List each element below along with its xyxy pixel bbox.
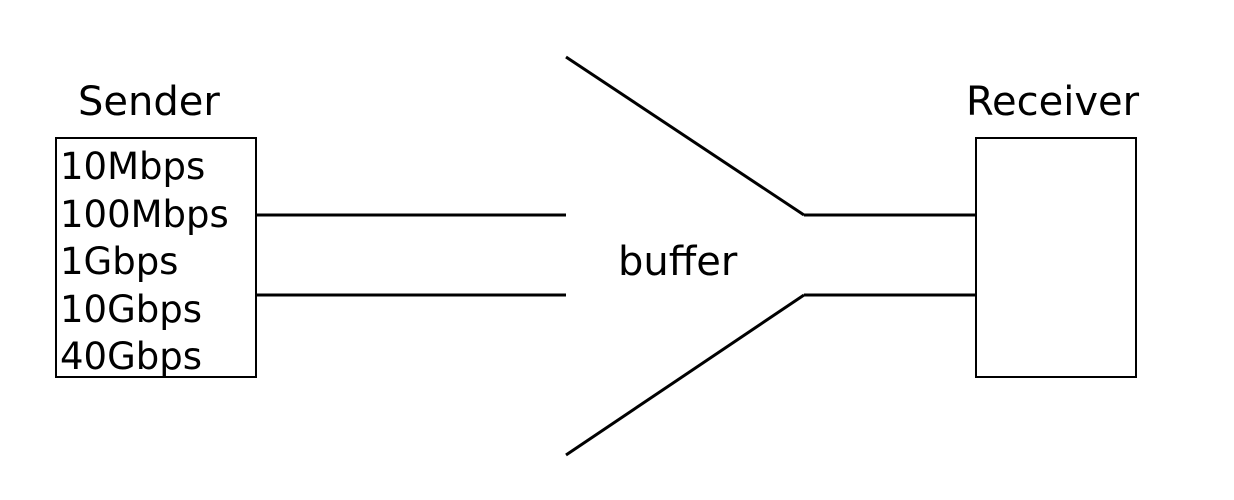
sender-rate-list: 10Mbps 100Mbps 1Gbps 10Gbps 40Gbps bbox=[60, 143, 229, 381]
rate-item: 100Mbps bbox=[60, 192, 229, 236]
rate-item: 10Gbps bbox=[60, 287, 203, 331]
receiver-title: Receiver bbox=[966, 79, 1140, 125]
rate-item: 1Gbps bbox=[60, 240, 179, 283]
receiver-box bbox=[975, 137, 1137, 378]
sender-box: 10Mbps 100Mbps 1Gbps 10Gbps 40Gbps bbox=[55, 137, 257, 378]
rate-item: 10Mbps bbox=[60, 145, 206, 188]
sender-title: Sender bbox=[78, 79, 220, 125]
rate-item: 40Gbps bbox=[60, 335, 203, 378]
buffer-label: buffer bbox=[618, 239, 738, 285]
buffer-upper-funnel-line bbox=[565, 55, 805, 217]
buffer-lower-funnel-line bbox=[565, 293, 805, 457]
